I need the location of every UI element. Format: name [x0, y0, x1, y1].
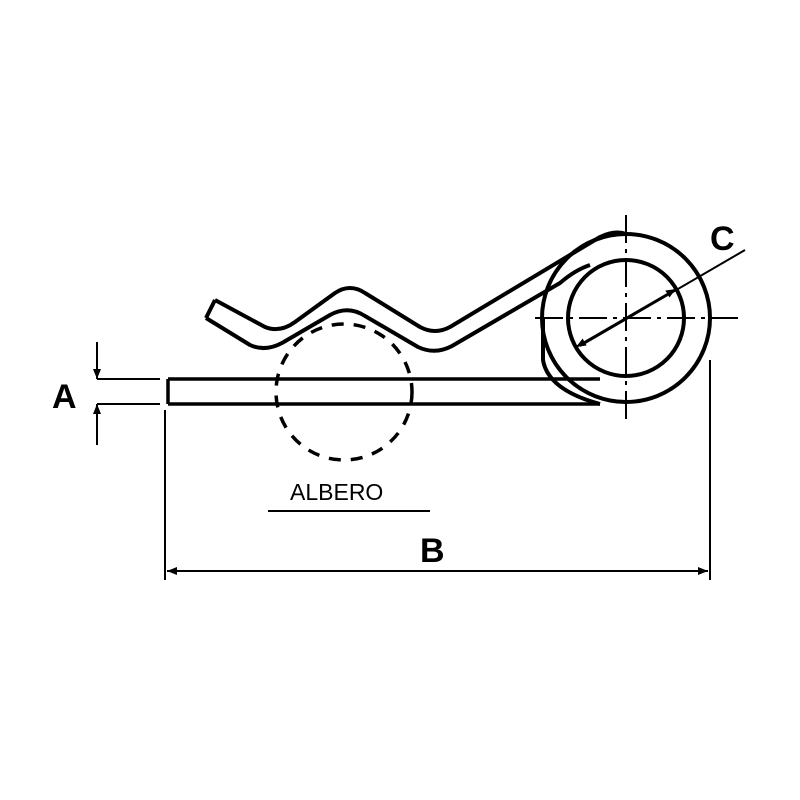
straight-leg — [166, 377, 600, 406]
wavy-leg — [204, 230, 627, 353]
dimension-b — [164, 360, 711, 580]
shaft-circle — [274, 322, 414, 462]
center-lines — [535, 215, 738, 425]
label-shaft: ALBERO — [290, 479, 383, 505]
dimension-a — [93, 342, 160, 445]
label-c: C — [710, 220, 735, 258]
dimension-c — [575, 249, 746, 348]
label-a: A — [52, 378, 77, 416]
label-b: B — [420, 532, 445, 570]
